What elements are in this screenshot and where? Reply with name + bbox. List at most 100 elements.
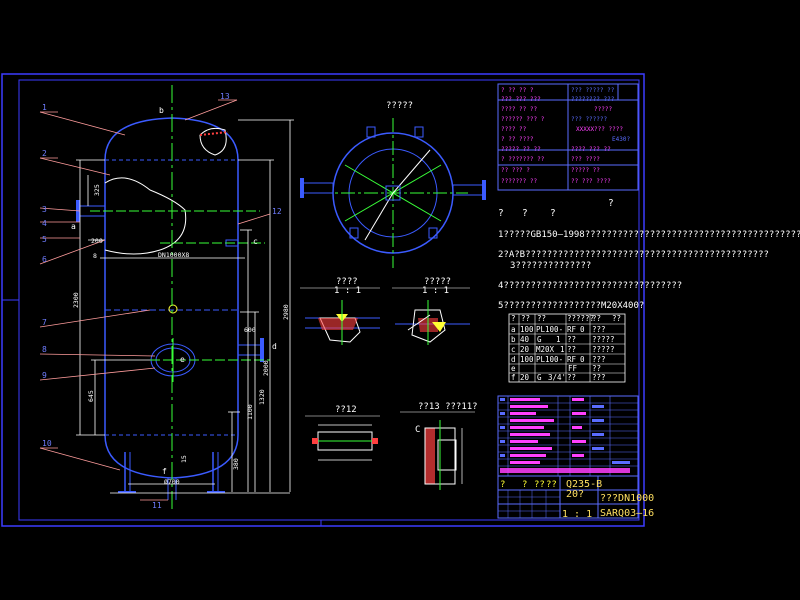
nt-r0-c0: a xyxy=(511,325,516,334)
plan-nozzle-left xyxy=(302,182,334,194)
plan-top-nozzle xyxy=(385,185,401,201)
spec-text: ? ?? ?? ? ??? ??? ??? ???? ?? ?? ?????? … xyxy=(501,87,630,185)
nt-r3-c1: 100 xyxy=(520,355,534,364)
plan-lug-3 xyxy=(349,227,359,239)
d2-weld xyxy=(432,322,446,332)
leader-2: 2 xyxy=(42,149,47,158)
spec-m-2: ???? ?? ?? xyxy=(501,106,538,113)
spec-m-4: ???? ?? xyxy=(501,126,527,133)
nt-h3: ?????? xyxy=(567,314,594,323)
leader-11: 11 xyxy=(152,501,162,510)
nt-r4-c5: ?? xyxy=(592,364,601,373)
spec-b-2: ????? xyxy=(594,106,612,113)
tb-rev-1: ? xyxy=(522,480,527,490)
dimension-lines xyxy=(76,119,294,494)
dim-dn: DN1000X8 xyxy=(158,251,189,259)
leader-3: 3 xyxy=(42,205,47,214)
vessel-elevation xyxy=(39,85,294,510)
nt-r5-c4: ?? xyxy=(567,373,576,382)
nt-r0-c2: PL100- xyxy=(536,325,563,334)
plan-lug-4 xyxy=(428,227,438,239)
note-1: 1?????GB150—1998????????????????????????… xyxy=(498,230,800,240)
note-mark-3: ? xyxy=(608,198,614,209)
nt-r0-c1: 100 xyxy=(520,325,534,334)
nt-r2-c0: c xyxy=(511,345,516,354)
spec-m-9: ??????? ?? xyxy=(501,178,538,185)
spec-table xyxy=(497,83,639,191)
nt-r3-c0: d xyxy=(511,355,516,364)
nt-h2: ?? xyxy=(537,314,546,323)
weld-mark-1 xyxy=(168,304,178,314)
title-block xyxy=(497,475,639,519)
dim-200: 200 xyxy=(91,237,103,245)
leader-numbers: 1 2 3 4 5 6 7 8 9 10 11 12 13 xyxy=(42,92,282,510)
note-4: 4????????????????????????????????? xyxy=(498,281,682,291)
nt-r2-c5: ????? xyxy=(592,345,615,354)
title-block-text: Q235-B 20? ???DN1000 1 : 1 SARQ03—16 ? ?… xyxy=(500,479,654,520)
nozzle-letter-a: a xyxy=(71,222,76,231)
leader-4: 4 xyxy=(42,219,47,228)
detail2-scale: 1 : 1 xyxy=(422,286,449,296)
detail-1 xyxy=(305,300,380,345)
nt-h4: ?? xyxy=(592,314,601,323)
leader-7: 7 xyxy=(42,318,47,327)
nt-r5-c0: f xyxy=(511,373,516,382)
nozzle-table-text: ? ?? ?? ?????? ?? ?? a 100 PL100- RF 0 ?… xyxy=(511,314,621,382)
detail-3 xyxy=(312,424,378,461)
dim-380: 380 xyxy=(232,458,240,470)
nozzle-d-pipe xyxy=(237,344,263,356)
detail1-label: ???? xyxy=(336,277,358,287)
nt-r2-c4: ?? xyxy=(567,345,576,354)
plan-lug-2 xyxy=(414,126,424,138)
nozzle-d-flange xyxy=(260,338,264,362)
nt-r4-c0: e xyxy=(511,364,516,373)
leader-13: 13 xyxy=(220,92,230,101)
note-mark-2: ? xyxy=(550,208,556,219)
detail-2 xyxy=(395,300,470,345)
spec-b-3: ??? ?????? xyxy=(571,116,608,123)
spec-b-1: ???????? ??? xyxy=(571,96,615,103)
nozzle-letter-d: d xyxy=(272,342,277,351)
nt-r1-c3: 1 xyxy=(556,335,561,344)
dim-700: Ø700 xyxy=(164,478,180,486)
spec-b-0: ??? ????? ?? xyxy=(571,87,615,94)
tb-scale: 1 : 1 xyxy=(562,509,592,520)
nt-r0-c4: 0 xyxy=(580,325,585,334)
leader-5: 5 xyxy=(42,235,47,244)
d3-hatch-right xyxy=(372,438,378,444)
spec-m-3: ?????? ??? ? xyxy=(501,116,545,123)
nt-r0-c3: RF xyxy=(567,325,577,334)
plan-dim-radius xyxy=(364,192,394,241)
dim-2300: 2300 xyxy=(72,292,80,308)
nt-r2-c1: 20 xyxy=(520,345,530,354)
notes: ? ? ? ? 1?????GB150—1998????????????????… xyxy=(498,198,800,311)
d1-hatch xyxy=(318,318,358,330)
nt-r2-c3: 1 xyxy=(560,345,565,354)
dim-2980: 2980 xyxy=(282,304,290,320)
nt-r0-c5: ??? xyxy=(592,325,606,334)
tb-rev-0: ? xyxy=(500,480,505,490)
dim-2000: 2000 xyxy=(262,360,270,376)
head-hatch xyxy=(199,131,229,136)
leader-12: 12 xyxy=(272,207,282,216)
nozzle-letter-f: f xyxy=(162,467,167,476)
plan-lug-1 xyxy=(366,126,376,138)
nt-h5: ?? xyxy=(612,314,621,323)
nozzle-table-border xyxy=(508,313,626,383)
nt-r1-c0: b xyxy=(511,335,516,344)
note-2b: 3?????????????? xyxy=(510,261,591,271)
dim-600: 600 xyxy=(244,326,256,334)
nozzle-table xyxy=(508,313,626,383)
nt-h1: ?? xyxy=(521,314,530,323)
spec-m-1: ??? ??? ??? xyxy=(501,96,541,103)
nt-r3-c4: 0 xyxy=(580,355,585,364)
tb-name: ???DN1000 xyxy=(600,493,654,504)
nt-r4-c4: FF xyxy=(568,364,578,373)
spec-m-0: ? ?? ?? ? xyxy=(501,87,534,94)
parts-list-header xyxy=(500,468,630,473)
nozzle-letters: a b c d e f xyxy=(71,106,277,476)
dimension-text: 325 200 8 DN1000X8 2300 2980 600 2000 13… xyxy=(72,184,290,486)
d4-hatch xyxy=(425,428,435,484)
spec-b-8: ????? ?? xyxy=(571,167,600,174)
nt-r2-c2: M20X xyxy=(536,345,555,354)
